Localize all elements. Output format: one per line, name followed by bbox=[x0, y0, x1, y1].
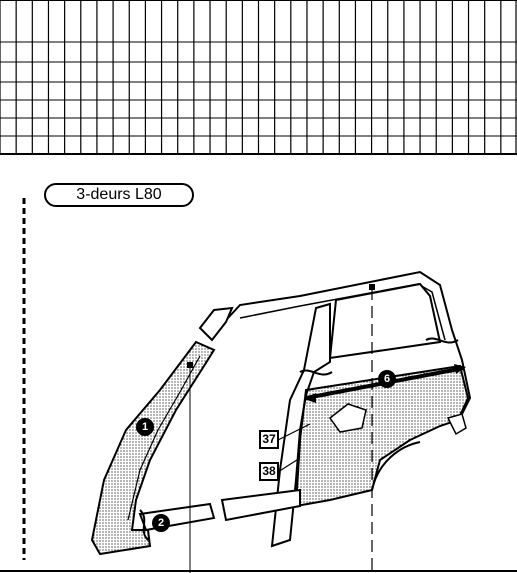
roof-rail bbox=[227, 270, 472, 419]
leader-37 bbox=[277, 423, 311, 441]
cut-arrow-left bbox=[304, 393, 316, 403]
version-label: 3-deurs L80 bbox=[44, 183, 194, 207]
leader-38 bbox=[277, 457, 301, 473]
quarter-vent bbox=[328, 403, 367, 433]
roof-front-piece bbox=[198, 306, 234, 342]
part-marker-2: 2 bbox=[152, 514, 170, 532]
front-sill bbox=[138, 502, 216, 532]
rear-sill bbox=[220, 488, 301, 522]
reference-marker-a bbox=[187, 362, 193, 368]
callout-box-38: 38 bbox=[259, 462, 279, 481]
cut-mark-rear bbox=[425, 337, 459, 344]
rear-wheel-arch bbox=[371, 441, 421, 491]
reference-marker-b bbox=[369, 284, 375, 290]
cut-arrow-right bbox=[454, 364, 466, 374]
grid-table bbox=[0, 0, 517, 155]
callout-box-37: 37 bbox=[259, 430, 279, 449]
rear-corner-piece bbox=[446, 413, 467, 436]
cut-mark-a-pillar bbox=[139, 509, 149, 541]
part-marker-1: 1 bbox=[136, 418, 154, 436]
rear-window-frame bbox=[328, 282, 442, 360]
b-pillar bbox=[270, 302, 331, 548]
part-marker-6: 6 bbox=[378, 370, 396, 388]
a-pillar-inner bbox=[127, 355, 201, 521]
cut-mark-b-pillar bbox=[299, 369, 333, 376]
